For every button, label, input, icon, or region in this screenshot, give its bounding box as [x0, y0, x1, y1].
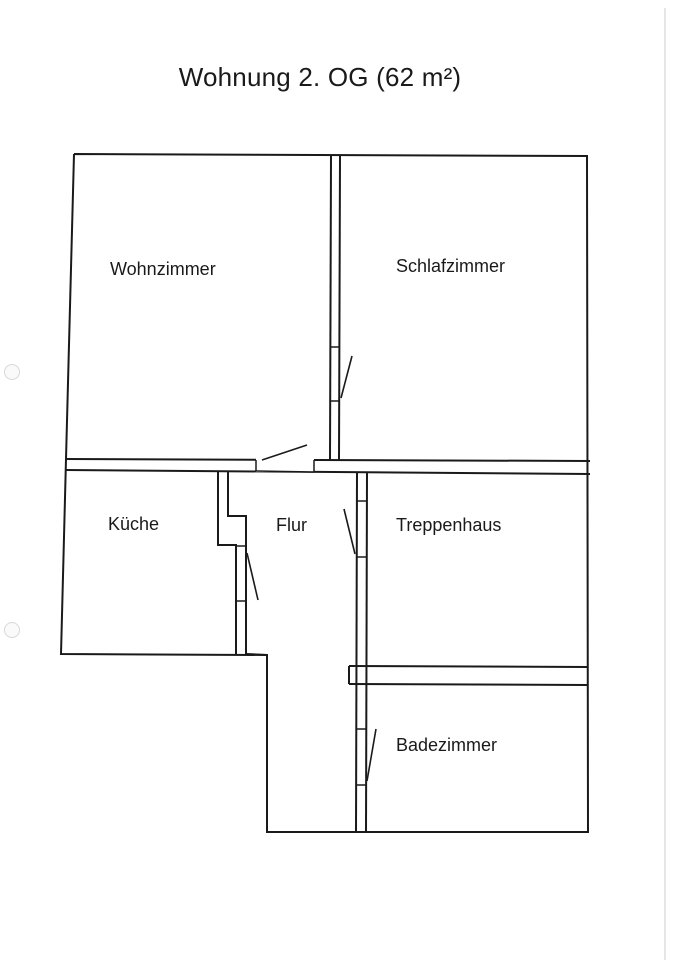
- door-leaf-badezimmer: [366, 728, 377, 782]
- punch-hole-top: [4, 364, 20, 380]
- door-leaf-wohnzimmer: [261, 444, 308, 461]
- outer-wall: [59, 153, 590, 833]
- room-label-treppenhaus: Treppenhaus: [396, 515, 502, 535]
- wall-kueche-flur-outer: [217, 471, 237, 654]
- room-label-schlafzimmer: Schlafzimmer: [396, 256, 506, 276]
- page-edge: [664, 8, 666, 960]
- room-label-flur: Flur: [276, 515, 307, 535]
- room-label-badezimmer: Badezimmer: [396, 735, 498, 755]
- room-label-kueche: Küche: [108, 514, 160, 534]
- vertical-wall-upper-right: [338, 155, 341, 461]
- door-leaf-kueche: [246, 552, 259, 601]
- vertical-wall-upper-left: [329, 155, 332, 461]
- wall-treppenhaus-bad-top: [348, 665, 589, 668]
- wall-kueche-bottom: [245, 653, 268, 656]
- horizontal-wall-top: [65, 458, 591, 462]
- doorway-wohnzimmer-sill: [255, 470, 315, 473]
- wall-kueche-flur-inner: [227, 471, 247, 654]
- doorway-wohnzimmer-gap: [256, 458, 314, 472]
- punch-hole-bottom: [4, 622, 20, 638]
- room-label-wohnzimmer: Wohnzimmer: [110, 259, 216, 279]
- wall-flur-right-outer: [355, 471, 358, 833]
- door-leaf-treppenhaus: [343, 508, 356, 555]
- wall-flur-right-inner: [365, 472, 368, 833]
- door-leaf-schlafzimmer: [340, 355, 353, 399]
- plan-title: Wohnung 2. OG (62 m²): [178, 62, 462, 92]
- wall-treppenhaus-bad-bottom: [348, 683, 589, 686]
- horizontal-wall-bottom: [65, 469, 591, 475]
